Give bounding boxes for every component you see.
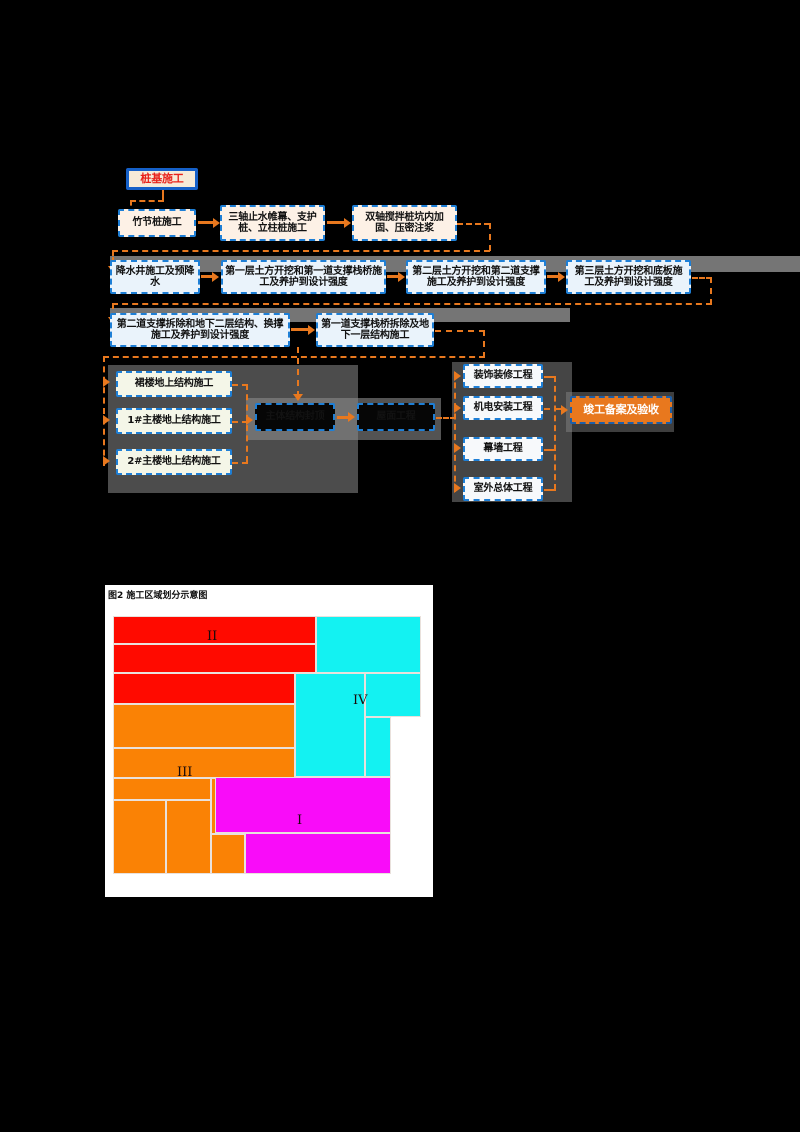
zone-I-part-b [245, 833, 391, 874]
connector-r3-back [103, 356, 485, 358]
zone-III-part-a [113, 704, 295, 748]
arrow-to-mep [454, 403, 461, 413]
connector-r1-out [457, 223, 490, 225]
node-structure-topping-out[interactable]: 主体结构封顶 [255, 403, 335, 431]
node-first-brace-bridge-removal[interactable]: 第一道支撑栈桥拆除及地下一层结构施工 [316, 313, 434, 347]
arrow-to-end [561, 405, 568, 415]
arrow-structure-to-middle [246, 415, 253, 425]
node-triaxial-waterproof-curtain[interactable]: 三轴止水帷幕、支护桩、立柱桩施工 [220, 205, 325, 241]
arrow-r1-2-3 [344, 218, 351, 228]
connector-mid-out [436, 417, 456, 419]
arrow-r2-3-4 [558, 272, 565, 282]
zone-III-part-g [211, 834, 245, 874]
zone-II-part-c [113, 673, 295, 704]
node-completion-filing-acceptance[interactable]: 竣工备案及验收 [570, 396, 672, 424]
connector-outdoor-out [544, 489, 556, 491]
node-curtain-wall-works[interactable]: 幕墙工程 [463, 437, 543, 461]
node-tower1-superstructure[interactable]: 1#主楼地上结构施工 [116, 408, 232, 434]
arrow-to-curtainwall [454, 443, 461, 453]
node-second-layer-excavation[interactable]: 第二层土方开挖和第二道支撑施工及养护到设计强度 [406, 260, 546, 294]
connector-r3-out [435, 330, 485, 332]
connector-r3-in-down [112, 303, 114, 321]
arrow-r2-1-2 [212, 272, 219, 282]
connector-r1-1-2 [198, 221, 214, 224]
zone-IV-part-b [295, 673, 365, 777]
connector-r2-2-3 [387, 275, 399, 278]
zone-IV-part-a [316, 616, 421, 673]
arrow-to-tower1 [103, 415, 110, 425]
arrow-r1-1-2 [213, 218, 220, 228]
node-roofing-works[interactable]: 屋面工程 [357, 403, 435, 431]
connector-tower2-out [232, 462, 248, 464]
arrow-to-decoration [454, 371, 461, 381]
connector-r1-down [489, 223, 491, 251]
node-decoration-works[interactable]: 装饰装修工程 [463, 364, 543, 388]
connector-deco-out [544, 376, 556, 378]
zone-III-part-e [166, 800, 211, 874]
connector-r2-out [692, 277, 712, 279]
node-second-brace-removal[interactable]: 第二道支撑拆除和地下二层结构、换撑施工及养护到设计强度 [110, 313, 290, 347]
node-mep-installation-works[interactable]: 机电安装工程 [463, 396, 543, 420]
plan-title: 图2 施工区域划分示意图 [108, 591, 208, 601]
connector-r2-3-4 [547, 275, 559, 278]
connector-mid-1-2 [337, 416, 349, 419]
connector-r2-back [112, 303, 712, 305]
zone-label-IV: IV [353, 693, 368, 708]
node-biaxial-mixing-pile[interactable]: 双轴搅拌桩坑内加固、压密注浆 [352, 205, 457, 241]
zone-II-part-b [113, 644, 316, 673]
zone-division-plan: 图2 施工区域划分示意图 II IV III I [105, 585, 433, 897]
connector-r1-2-3 [327, 221, 345, 224]
node-bamboo-joint-pile[interactable]: 竹节桩施工 [118, 209, 196, 237]
arrow-to-tower2 [103, 456, 110, 466]
zone-I-part-a [215, 777, 391, 833]
node-tower2-superstructure[interactable]: 2#主楼地上结构施工 [116, 449, 232, 475]
arrow-r3-to-middle [293, 394, 303, 401]
connector-start-left [130, 200, 164, 202]
zone-II-part-a [113, 616, 316, 644]
zone-III-part-b [113, 748, 295, 778]
node-podium-superstructure[interactable]: 裙楼地上结构施工 [116, 371, 232, 397]
node-outdoor-overall-works[interactable]: 室外总体工程 [463, 477, 543, 501]
arrow-mid-1-2 [348, 412, 355, 422]
connector-r1-back [112, 250, 490, 252]
connector-mep-to-end [544, 408, 562, 410]
connector-r2-1-2 [201, 275, 213, 278]
arrow-r2-2-3 [398, 272, 405, 282]
connector-tower1-out [232, 421, 248, 423]
connector-start-down [162, 190, 164, 200]
connector-podium-out [232, 384, 248, 386]
connector-finishing-merge [554, 376, 556, 490]
connector-r3-1-2 [291, 328, 309, 331]
connector-r2-down [710, 277, 712, 305]
connector-start-down2 [130, 200, 132, 215]
zone-label-II: II [207, 629, 218, 644]
zone-label-I: I [297, 813, 303, 828]
connector-cw-out [544, 449, 556, 451]
zone-IV-part-c [365, 673, 421, 717]
connector-structure-spine [103, 356, 105, 466]
zone-label-III: III [177, 765, 193, 780]
zone-IV-part-d [365, 717, 391, 777]
zone-III-part-d [113, 800, 166, 874]
connector-r3-center-down [297, 347, 299, 397]
node-start-pile-foundation[interactable]: 桩基施工 [126, 168, 198, 190]
node-first-layer-excavation[interactable]: 第一层土方开挖和第一道支撑栈桥施工及养护到设计强度 [221, 260, 386, 294]
zone-III-part-c [113, 778, 211, 800]
arrow-r3-1-2 [308, 325, 315, 335]
node-dewatering-well[interactable]: 降水井施工及预降水 [110, 260, 200, 294]
arrow-to-outdoor [454, 483, 461, 493]
arrow-to-podium [103, 377, 110, 387]
node-third-layer-excavation[interactable]: 第三层土方开挖和底板施工及养护到设计强度 [566, 260, 691, 294]
connector-r3-down [483, 330, 485, 358]
connector-finishing-spine [454, 372, 456, 492]
